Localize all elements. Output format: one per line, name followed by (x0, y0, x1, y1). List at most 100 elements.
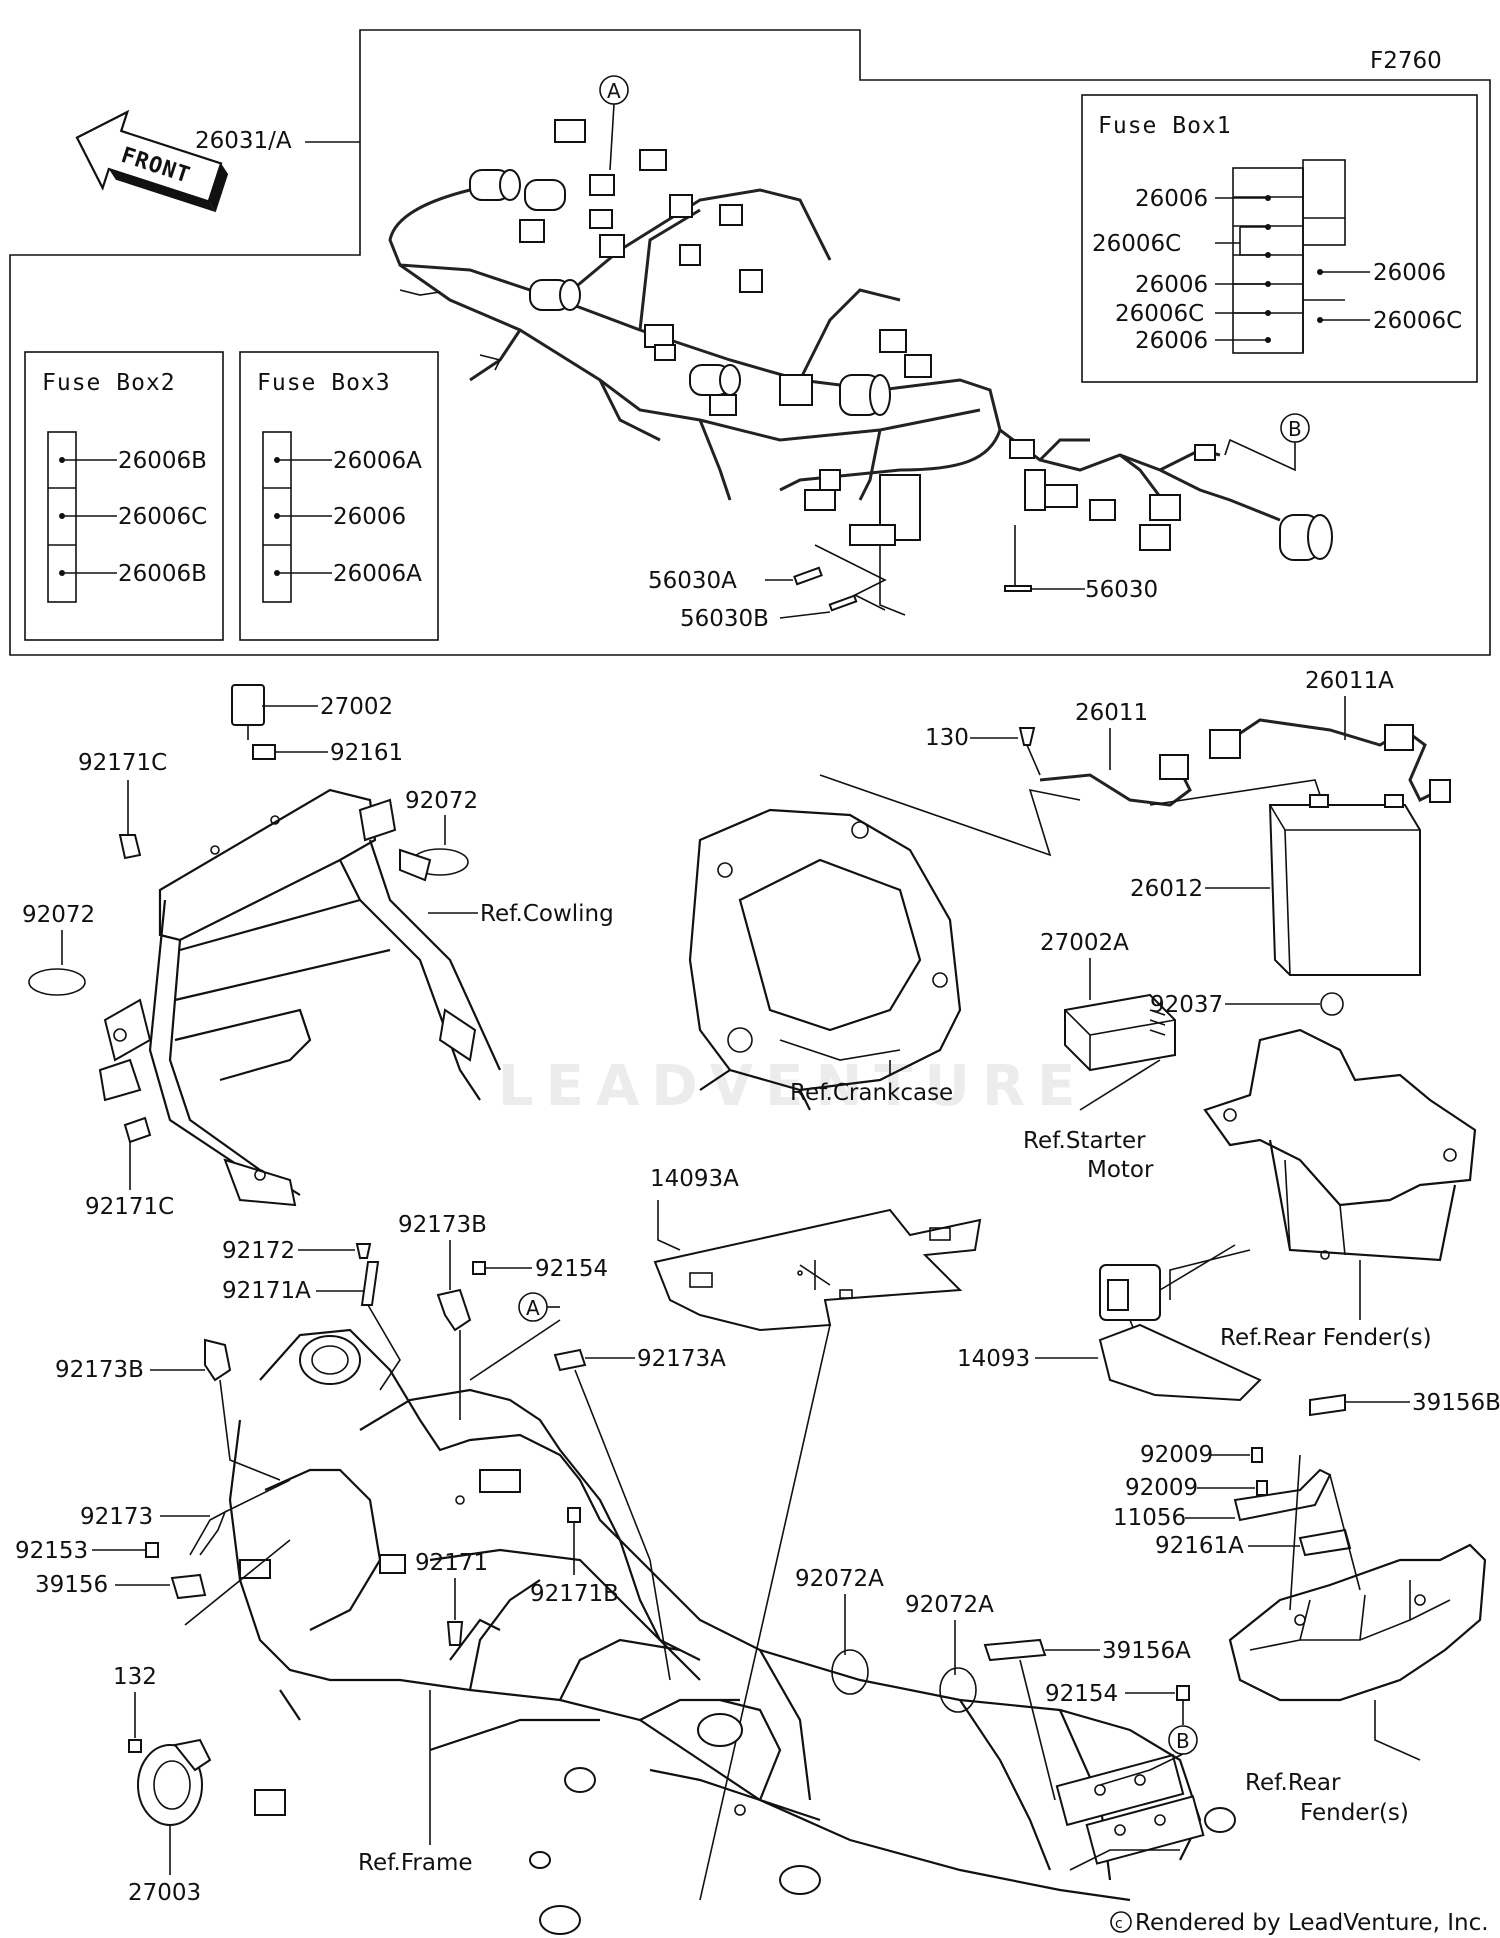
callout-ref-rear-fender-2b: Fender(s) (1300, 1800, 1409, 1826)
callout-27002: 27002 (320, 694, 393, 720)
fuse-box2-label: 26006C (118, 504, 207, 530)
harness-panel-border (9, 29, 1491, 656)
leader (879, 545, 906, 616)
clamp-92173B (204, 1338, 232, 1382)
svg-text:c: c (1115, 1916, 1123, 1932)
callout-92072A-b: 92072A (905, 1592, 994, 1618)
marker-b-label: B (1176, 1729, 1190, 1753)
leader (1026, 744, 1041, 776)
leader (1159, 1244, 1236, 1291)
callout-26011: 26011 (1075, 700, 1148, 726)
bolt-92154 (1176, 1685, 1190, 1701)
callout-14093A: 14093A (650, 1166, 739, 1192)
clamp-92173A (553, 1348, 587, 1372)
main-wire-harness (388, 119, 1333, 561)
fuse-box1-label: 26006 (1135, 328, 1208, 354)
label-39156A (983, 1638, 1047, 1662)
callout-92173A: 92173A (637, 1346, 726, 1372)
battery-lead (1149, 779, 1321, 806)
callout-92154-a: 92154 (535, 1256, 608, 1282)
callout-92153: 92153 (15, 1538, 88, 1564)
fuse-box3-panel (239, 351, 439, 641)
fuse-box3-label: 26006A (333, 448, 422, 474)
terminal-26011 (1159, 754, 1189, 780)
callout-56030B: 56030B (680, 606, 769, 632)
screw-92009 (1256, 1480, 1268, 1496)
band-92072A (939, 1667, 977, 1713)
battery-26012 (1268, 794, 1421, 976)
regulator-27002A (1064, 993, 1176, 1072)
bracket-11056 (1233, 1468, 1332, 1522)
fuse-box1-label: 26006C (1115, 301, 1204, 327)
front-arrow-icon: FRONT (75, 109, 229, 213)
callout-92072-left: 92072 (22, 902, 95, 928)
fuse-box1-label: 26006 (1135, 272, 1208, 298)
leader (1224, 438, 1296, 472)
fuse-box3-label: 26006A (333, 561, 422, 587)
bolt-92153 (145, 1542, 159, 1558)
leader (1169, 1249, 1251, 1300)
callout-26012: 26012 (1130, 876, 1203, 902)
rear-fender-lower (1228, 1543, 1487, 1702)
main-frame (228, 1328, 1236, 1935)
fuse-box3-title: Fuse Box3 (257, 370, 391, 396)
relay-27002 (231, 684, 265, 740)
pad-92161A (1298, 1528, 1352, 1557)
bolt-92154 (472, 1261, 486, 1275)
leader (819, 774, 1081, 857)
cover-14093 (1098, 1323, 1262, 1402)
leader (574, 1369, 671, 1681)
callout-92173: 92173 (80, 1504, 153, 1530)
footer-credit: Rendered by LeadVenture, Inc. (1135, 1910, 1489, 1936)
callout-14093: 14093 (957, 1346, 1030, 1372)
leader (1289, 1454, 1361, 1611)
insulator-14093A (653, 1208, 982, 1332)
fuse-box2-title: Fuse Box2 (42, 370, 176, 396)
part-56030B (828, 594, 858, 612)
clip-92171C (118, 834, 142, 860)
label-39156 (170, 1573, 207, 1600)
callout-92161: 92161 (330, 740, 403, 766)
marker-b-label: B (1288, 417, 1302, 441)
callout-26011A: 26011A (1305, 668, 1394, 694)
callout-132: 132 (113, 1664, 157, 1690)
tie-92173 (189, 1510, 227, 1556)
callout-ref-starter-2: Motor (1087, 1157, 1154, 1183)
callout-92161A: 92161A (1155, 1533, 1244, 1559)
fuse-box1-title: Fuse Box1 (1098, 113, 1232, 139)
starter-relay (1099, 1264, 1161, 1346)
leader (1374, 1700, 1421, 1761)
part-92161 (252, 744, 276, 760)
callout-92172: 92172 (222, 1238, 295, 1264)
callout-92171B: 92171B (530, 1581, 619, 1607)
leader (657, 1200, 681, 1251)
horn-27003 (137, 1738, 212, 1826)
callout-ref-starter-1: Ref.Starter (1023, 1128, 1146, 1154)
callout-ref-frame: Ref.Frame (358, 1850, 473, 1876)
bolt-130 (1018, 727, 1036, 746)
callout-130: 130 (925, 725, 969, 751)
part-56030A (793, 566, 823, 586)
fuse-box1-panel (1081, 94, 1478, 383)
callout-92171C-top: 92171C (78, 750, 167, 776)
fuse-box2-label: 26006B (118, 561, 207, 587)
clamp-92171 (446, 1621, 464, 1646)
callout-27003: 27003 (128, 1880, 201, 1906)
callout-26031A: 26031/A (195, 128, 292, 154)
callout-92173B-a: 92173B (398, 1212, 487, 1238)
callout-ref-rear-fender-1: Ref.Rear Fender(s) (1220, 1325, 1432, 1351)
callout-56030: 56030 (1085, 577, 1158, 603)
clamp-92173B (436, 1288, 472, 1332)
fuse-box1-label: 26006 (1373, 260, 1446, 286)
fuse-box2-panel (24, 351, 224, 641)
band-92037 (1320, 992, 1344, 1016)
rear-fender-battery-tray (1203, 1028, 1477, 1262)
fuse-box3-drawing (262, 431, 332, 603)
callout-27002A: 27002A (1040, 930, 1129, 956)
marker-a-label: A (607, 79, 621, 103)
terminal-26011A (1209, 729, 1241, 759)
leader (699, 1324, 831, 1901)
callout-92037: 92037 (1150, 992, 1223, 1018)
marker-a-label: A (526, 1296, 540, 1320)
callout-ref-crankcase: Ref.Crankcase (790, 1080, 953, 1106)
